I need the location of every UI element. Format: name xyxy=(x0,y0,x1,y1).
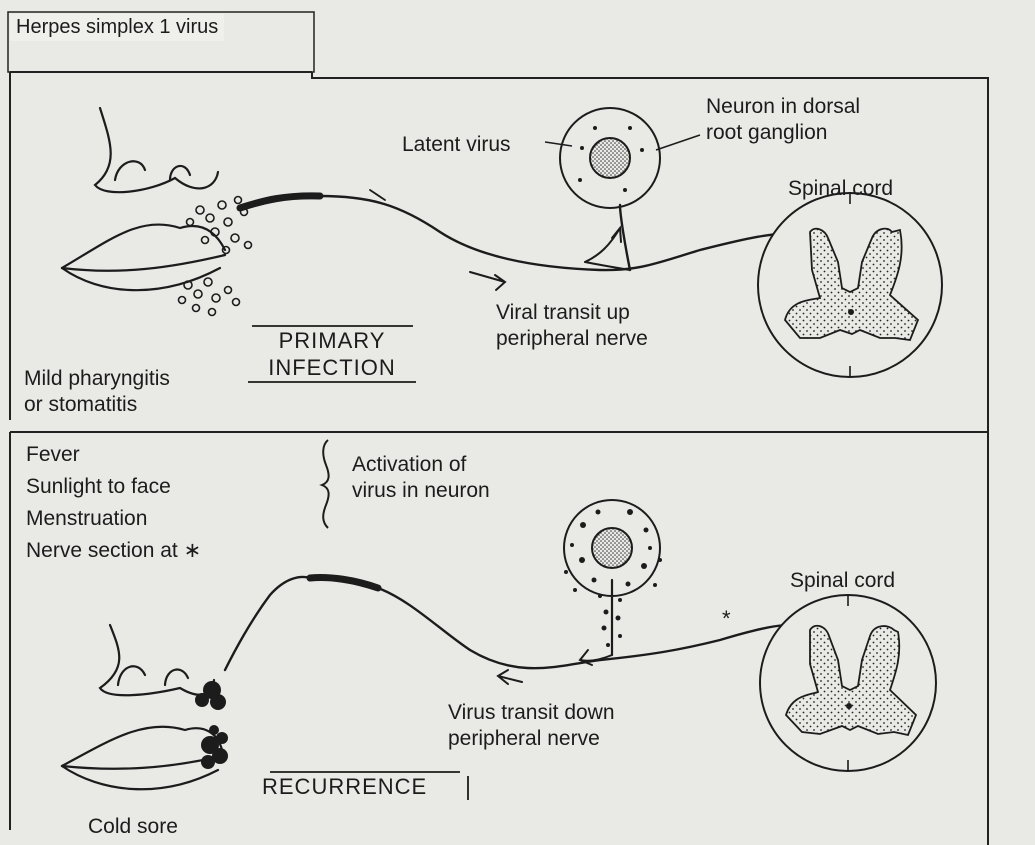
trigger-sunlight: Sunlight to face xyxy=(26,474,171,500)
viral-transit-up-label: Viral transit up peripheral nerve xyxy=(496,300,648,352)
spinal-cord-primary xyxy=(758,193,942,377)
trigger-fever: Fever xyxy=(26,442,80,468)
spinal-cord-label-primary: Spinal cord xyxy=(788,176,893,202)
cold-sore-label: Cold sore xyxy=(88,814,178,840)
virus-transit-down-label: Virus transit down peripheral nerve xyxy=(448,700,615,752)
activation-label: Activation of virus in neuron xyxy=(352,452,490,504)
spinal-cord-label-recurrence: Spinal cord xyxy=(790,568,895,594)
pharyngitis-lesions xyxy=(179,197,252,316)
mild-pharyngitis-label: Mild pharyngitis or stomatitis xyxy=(24,366,170,418)
face-primary xyxy=(62,108,225,290)
neuron-primary xyxy=(545,108,700,208)
face-recurrence xyxy=(62,625,222,789)
trigger-nerve-section: Nerve section at ∗ xyxy=(26,538,201,564)
spinal-cord-recurrence xyxy=(760,595,936,771)
diagram-title: Herpes simplex 1 virus xyxy=(10,14,224,41)
nerve-primary xyxy=(240,190,812,290)
latent-virus-label: Latent virus xyxy=(402,132,511,158)
recurrence-heading: RECURRENCE xyxy=(262,774,427,800)
cold-sore-lesions xyxy=(195,681,228,769)
primary-infection-heading-1: PRIMARY xyxy=(250,328,414,354)
primary-infection-heading-2: INFECTION xyxy=(250,355,414,381)
nerve-section-asterisk: * xyxy=(722,606,731,632)
neuron-dorsal-root-label: Neuron in dorsal root ganglion xyxy=(706,94,860,146)
trigger-brace xyxy=(322,440,329,528)
trigger-menstruation: Menstruation xyxy=(26,506,147,532)
